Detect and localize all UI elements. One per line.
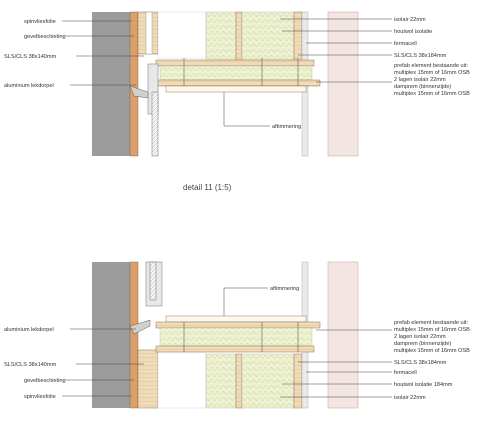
detail-caption: detail 11 (1:5) (183, 183, 232, 192)
label-prefab-4: multiplex 15mm of 16mm OSB (394, 91, 470, 97)
insulation-right (241, 353, 295, 409)
label-isolair: isolair 22mm (394, 395, 426, 401)
sill-flashing (129, 319, 151, 335)
masonry-wall (92, 12, 130, 156)
wall-cavity (157, 11, 207, 59)
label-gevelbeschieting: gevelbeschieting (24, 34, 66, 40)
cladding (129, 261, 139, 409)
label-prefab-3: damprem (binnenzijde) (394, 341, 451, 347)
bottom-detail (62, 261, 392, 409)
label-fermacell: fermacell (394, 41, 417, 47)
masonry-wall (92, 262, 130, 408)
top-labels: spinvliesfolie gevelbeschieting SLS/CLS … (4, 17, 470, 130)
label-fermacell: fermacell (394, 370, 417, 376)
label-gevelbeschieting: gevelbeschieting (24, 378, 66, 384)
prefab-top-board (155, 59, 315, 67)
label-prefab-title: prefab element bestaande uit: (394, 63, 468, 69)
prefab-bottom-board (155, 79, 321, 87)
window-glass (151, 91, 159, 157)
bottom-labels: aftimmering aluminium lekdorpel SLS/CLS … (4, 286, 470, 401)
label-lekdorpel: aluminium lekdorpel (4, 83, 54, 89)
label-prefab-1: multiplex 15mm of 16mm OSB (394, 327, 470, 333)
insulation-right (241, 11, 295, 61)
label-isolair: isolair 22mm (394, 17, 426, 23)
window-glass (149, 261, 157, 301)
label-sls-cls-140: SLS/CLS 38x140mm (4, 54, 57, 60)
prefab-insulation (159, 327, 313, 347)
label-prefab-title: prefab element bestaande uit: (394, 320, 468, 326)
label-prefab-3: damprem (binnenzijde) (394, 84, 451, 90)
sill-flashing (129, 85, 149, 99)
insulation-left (205, 11, 237, 61)
aftimmering-board (165, 315, 307, 323)
prefab-insulation (159, 65, 313, 81)
label-sls-cls-140: SLS/CLS 38x140mm (4, 362, 57, 368)
label-aftimmering: aftimmering (270, 286, 299, 292)
label-sls-cls-184: SLS/CLS 38x184mm (394, 53, 447, 59)
aftimmering-board (165, 85, 307, 93)
prefab-top-board (155, 321, 321, 329)
label-aftimmering: aftimmering (272, 124, 301, 130)
label-spinvliesfolie: spinvliesfolie (24, 19, 56, 25)
label-spinvliesfolie: spinvliesfolie (24, 394, 56, 400)
cladding (129, 11, 139, 157)
prefab-bottom-board (155, 345, 315, 353)
label-lekdorpel: aluminium lekdorpel (4, 327, 54, 333)
top-detail (62, 11, 392, 157)
insulation-left (205, 353, 237, 409)
label-prefab-4: multiplex 15mm of 16mm OSB (394, 348, 470, 354)
stud-38x140 (137, 349, 159, 409)
label-prefab-1: multiplex 15mm of 16mm OSB (394, 70, 470, 76)
label-prefab-2: 2 lagen isolair 22mm (394, 334, 446, 340)
label-sls-cls-184: SLS/CLS 38x184mm (394, 360, 447, 366)
interior-wall (327, 11, 359, 157)
label-houtwol: houtwol isolatie 184mm (394, 382, 453, 388)
interior-wall (327, 261, 359, 409)
label-prefab-2: 2 lagen isolair 22mm (394, 77, 446, 83)
label-houtwol: houtwol isolatie (394, 29, 432, 35)
